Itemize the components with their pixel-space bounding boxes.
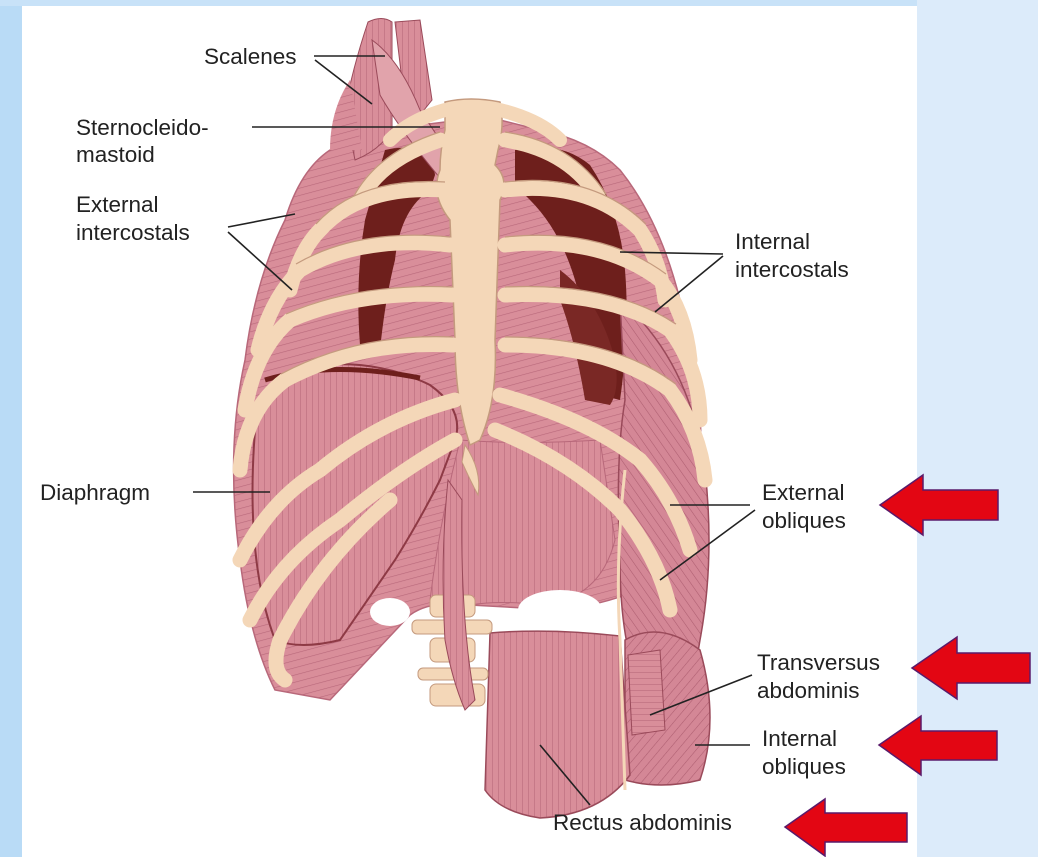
frame-right: [917, 0, 1038, 857]
label-internal-intercostals-line2: intercostals: [735, 257, 849, 282]
label-external-intercostals-line2: intercostals: [76, 220, 190, 245]
label-transversus-abdominis-line2: abdominis: [757, 678, 860, 703]
label-sternocleidomastoid-line1: Sternocleido-: [76, 115, 209, 140]
transversus-panel: [628, 650, 665, 735]
label-external-obliques-line1: External: [762, 480, 845, 505]
label-internal-obliques-line2: obliques: [762, 754, 846, 779]
label-internal-obliques-line1: Internal: [762, 726, 837, 751]
frame-top: [0, 0, 1038, 6]
label-external-intercostals-line1: External: [76, 192, 159, 217]
label-transversus-abdominis-line1: Transversus: [757, 650, 880, 675]
label-rectus-abdominis: Rectus abdominis: [553, 810, 732, 835]
label-scalenes: Scalenes: [204, 44, 297, 69]
label-external-obliques-line2: obliques: [762, 508, 846, 533]
abdominal-gap-left: [370, 598, 410, 626]
label-sternocleidomastoid-line2: mastoid: [76, 142, 155, 167]
label-diaphragm: Diaphragm: [40, 480, 150, 505]
frame-left: [0, 0, 22, 857]
rectus-abdominis-muscle: [485, 631, 630, 818]
abdominal-gap-right: [518, 590, 602, 630]
label-internal-intercostals-line1: Internal: [735, 229, 810, 254]
